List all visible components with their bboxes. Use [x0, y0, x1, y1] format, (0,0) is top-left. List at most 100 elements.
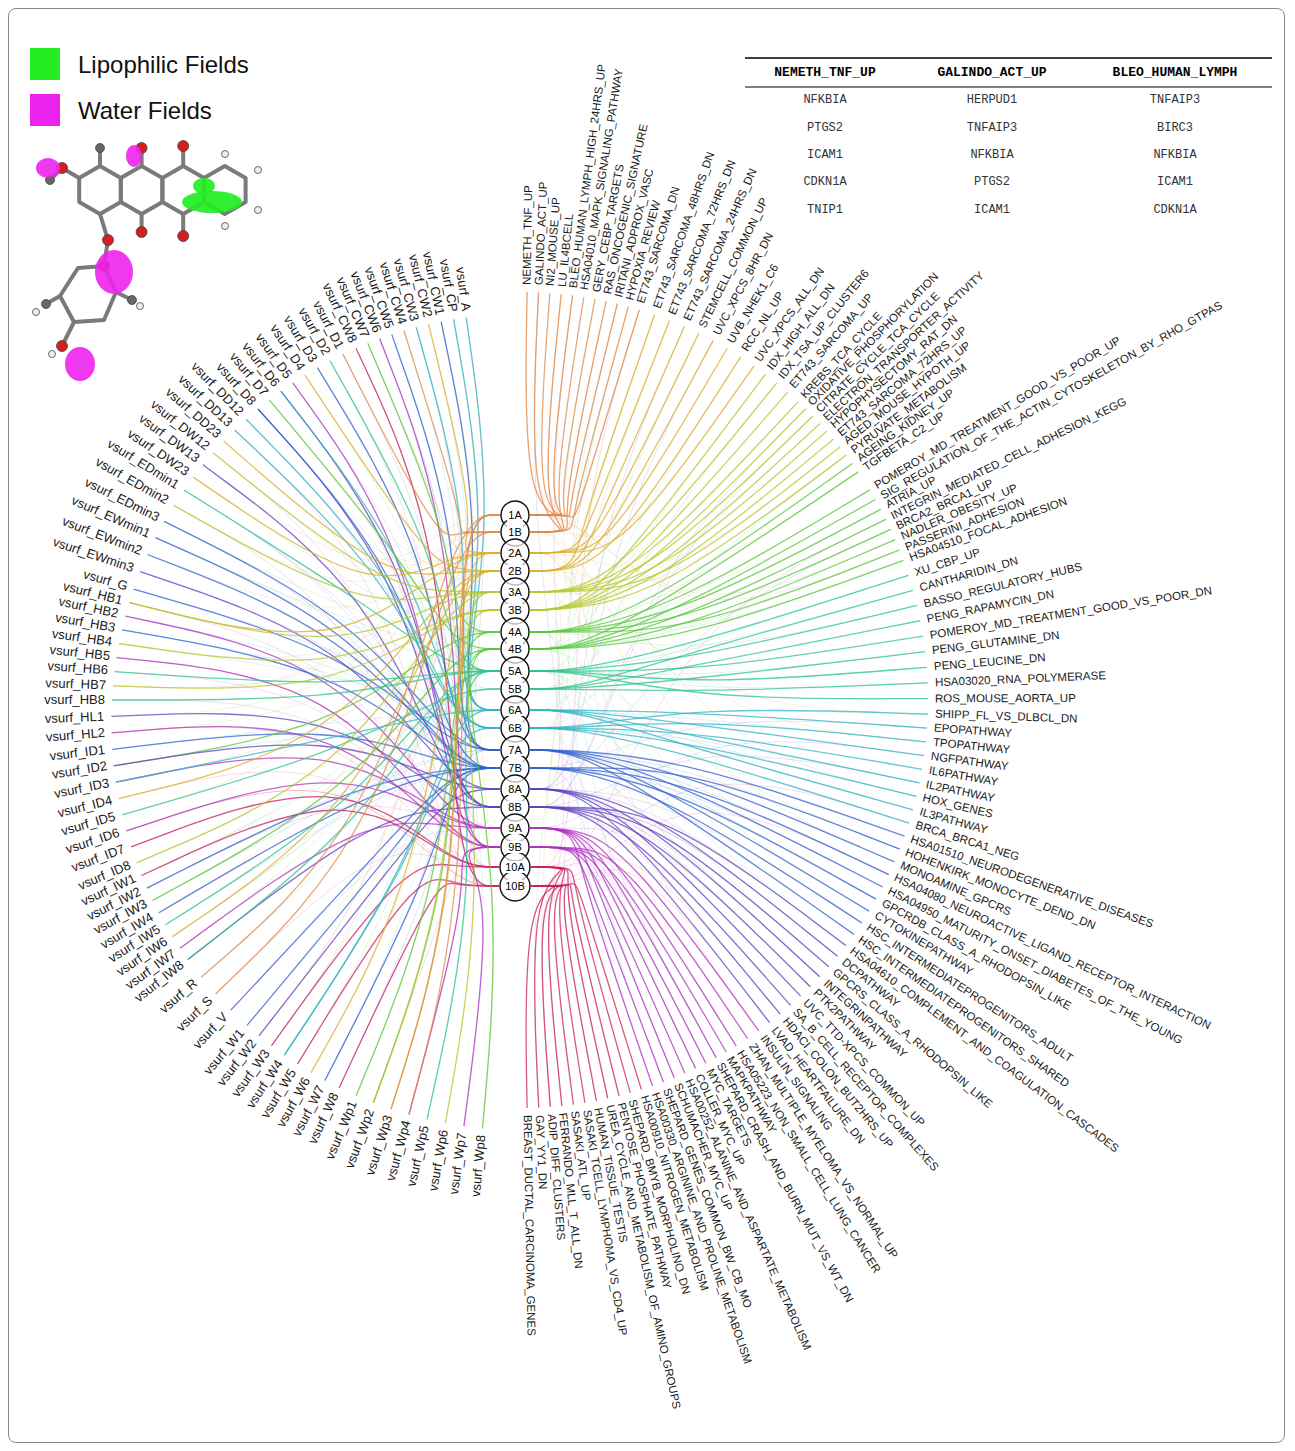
link-curve: [531, 885, 596, 1101]
link-curve: [368, 343, 500, 632]
link-curve: [530, 416, 813, 807]
water-field: [36, 158, 60, 178]
link-curve: [284, 710, 500, 1055]
link-curve: [530, 590, 913, 689]
link-curve: [530, 333, 699, 689]
link-curve: [112, 671, 500, 700]
link-curve: [380, 339, 500, 750]
hydrogen-atom: [255, 207, 262, 214]
hydrogen-atom: [255, 167, 262, 174]
link-curve: [530, 750, 883, 887]
link-curve: [530, 750, 894, 862]
table-header: GALINDO_ACT_UP: [937, 65, 1046, 81]
link-curve: [531, 519, 886, 886]
link-curve: [530, 383, 777, 592]
water-field: [65, 347, 95, 381]
link-curve: [530, 409, 806, 610]
link-curve: [530, 807, 770, 1023]
carbon-atom: [42, 300, 51, 309]
link-curve: [391, 553, 500, 1109]
legend-swatch: [30, 94, 60, 126]
link-curve: [470, 649, 500, 1128]
link-curve: [409, 515, 500, 1115]
cluster-circle: 10B: [499, 870, 531, 902]
link-curve: [530, 571, 561, 1107]
link-curve: [530, 828, 674, 1078]
link-curve: [445, 592, 500, 1123]
circle-shape: [500, 871, 530, 901]
atoms: [33, 141, 262, 358]
hydrogen-atom: [222, 223, 229, 230]
cluster-id: 10A: [504, 861, 526, 873]
table-cell: CDKN1A: [1153, 203, 1196, 217]
link-curve: [530, 847, 685, 1073]
link-curve: [530, 636, 923, 671]
ring: [79, 166, 121, 214]
table-cell: TNIP1: [807, 203, 843, 217]
link-curve: [174, 505, 500, 599]
hydrogen-atom: [49, 351, 56, 358]
cluster-id: 8A: [507, 783, 522, 795]
link-curve: [530, 500, 875, 649]
link-curve: [180, 823, 500, 948]
table-cell: NFKBIA: [803, 93, 846, 107]
lipophilic-field: [182, 191, 242, 213]
link-curve: [526, 886, 560, 1108]
table-rule: [745, 57, 1272, 58]
cluster-id: 4B: [507, 643, 522, 655]
link-curve: [464, 847, 500, 1126]
link-curve: [531, 870, 770, 1023]
link-curve: [147, 554, 500, 768]
link-curve: [531, 867, 562, 1106]
link-curve: [429, 324, 500, 553]
link-curve: [530, 366, 754, 553]
cluster-id: 7A: [507, 744, 522, 756]
link-curve: [530, 472, 858, 649]
link-curve: [404, 331, 500, 532]
table-cell: ICAM1: [974, 203, 1010, 217]
cluster-id: 5A: [507, 665, 522, 677]
descriptor-label: vsurf_HB7: [45, 676, 109, 693]
link-curve: [530, 683, 928, 691]
link-curve: [441, 322, 500, 571]
link-curve: [530, 297, 584, 532]
link-curve: [111, 714, 500, 807]
table-cell: NFKBIA: [970, 148, 1013, 162]
link-curve: [531, 867, 561, 1107]
cluster-id: 6A: [507, 704, 522, 716]
descriptor-label: vsurf_Wp8: [469, 1132, 490, 1198]
link-curve: [530, 828, 716, 1058]
link-curve: [530, 667, 927, 680]
table-cell: PTGS2: [807, 121, 843, 135]
link-curve: [531, 310, 639, 867]
link-curve: [113, 532, 500, 688]
oxygen-atom: [103, 235, 114, 246]
cluster-id: 8B: [507, 801, 522, 813]
link-curve: [530, 550, 899, 649]
hydrogen-atom: [137, 303, 144, 310]
gene-set-label: ROS_MOUSE_AORTA_UP: [932, 691, 1076, 705]
oxygen-atom: [136, 227, 147, 238]
link-curve: [112, 734, 500, 768]
link-curve: [530, 519, 886, 649]
cluster-id: 2A: [507, 547, 522, 559]
link-curve: [530, 307, 628, 532]
link-curve: [373, 649, 500, 1103]
hydrogen-atom: [33, 309, 40, 316]
link-curve: [531, 867, 630, 1093]
carbon-atom: [128, 296, 137, 305]
link-curve: [531, 867, 619, 1096]
link-curve: [530, 299, 595, 516]
link-curve: [530, 463, 852, 632]
link-curve: [122, 689, 500, 815]
oxygen-atom: [178, 141, 189, 152]
link-curve: [530, 621, 920, 689]
link-curve: [531, 886, 561, 1107]
table-cell: CDKN1A: [803, 175, 846, 189]
link-curve: [530, 750, 869, 911]
descriptor-label: vsurf_HB8: [44, 693, 108, 708]
cluster-id: 1B: [507, 526, 522, 538]
table-header: BLEO_HUMAN_LYMPH: [1113, 65, 1238, 81]
link-curve: [530, 320, 670, 649]
bond-sticks: [46, 146, 246, 346]
